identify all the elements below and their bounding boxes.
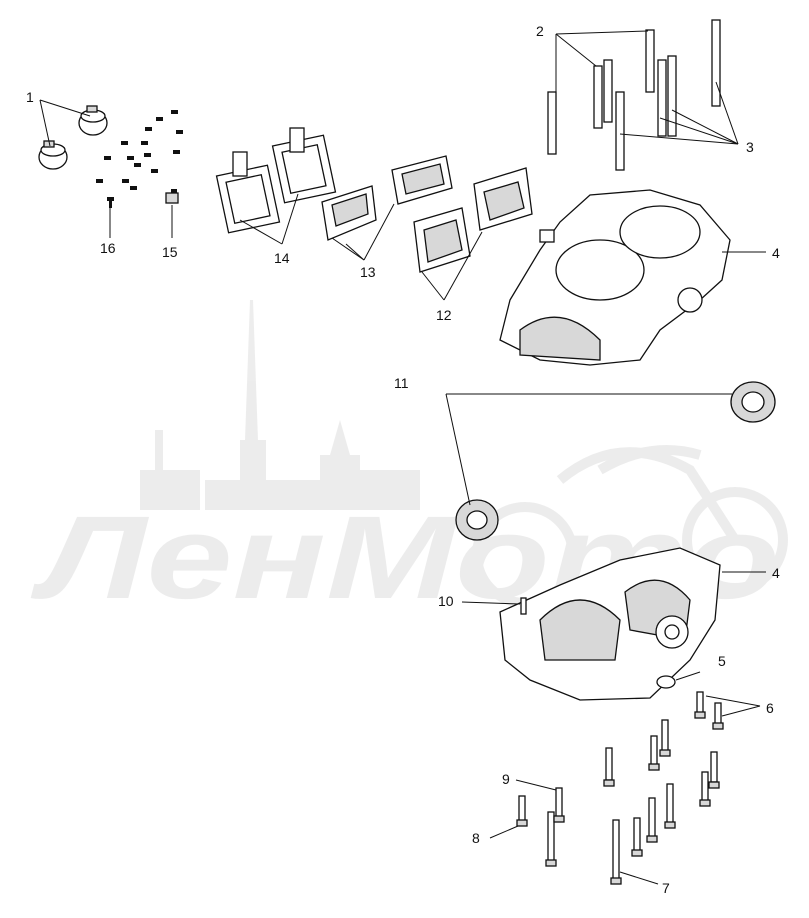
callout-4-upper: 4 xyxy=(772,245,780,261)
cylinder-studs xyxy=(547,19,721,171)
hose-clamps xyxy=(38,105,108,170)
callout-3: 3 xyxy=(746,139,754,155)
callout-6: 6 xyxy=(766,700,774,716)
reed-cages xyxy=(413,167,533,273)
callout-12: 12 xyxy=(436,307,452,323)
intake-adapters xyxy=(215,127,337,234)
seals xyxy=(455,381,776,541)
callout-9: 9 xyxy=(502,771,510,787)
dowel-pin xyxy=(656,675,676,689)
callout-1: 1 xyxy=(26,89,34,105)
crankcase-bolts xyxy=(516,691,724,885)
watermark-skyline xyxy=(140,300,420,510)
callout-14: 14 xyxy=(274,250,290,266)
callout-16: 16 xyxy=(100,240,116,256)
callout-4-lower: 4 xyxy=(772,565,780,581)
callout-13: 13 xyxy=(360,264,376,280)
leader-lines xyxy=(39,30,766,885)
watermark-motorcycle xyxy=(472,445,788,608)
callout-15: 15 xyxy=(162,244,178,260)
callout-7: 7 xyxy=(662,880,670,896)
small-screws xyxy=(96,110,183,208)
callout-2: 2 xyxy=(536,23,544,39)
callout-10: 10 xyxy=(438,593,454,609)
small-bracket xyxy=(165,189,179,204)
callout-8: 8 xyxy=(472,830,480,846)
reed-valves xyxy=(321,155,453,241)
lower-crankcase xyxy=(499,547,721,701)
callout-labels: 1 2 3 4 4 5 6 7 8 9 10 11 12 13 14 15 16 xyxy=(26,23,780,896)
upper-crankcase xyxy=(499,189,731,366)
callout-11: 11 xyxy=(394,375,409,391)
callout-5: 5 xyxy=(718,653,726,669)
